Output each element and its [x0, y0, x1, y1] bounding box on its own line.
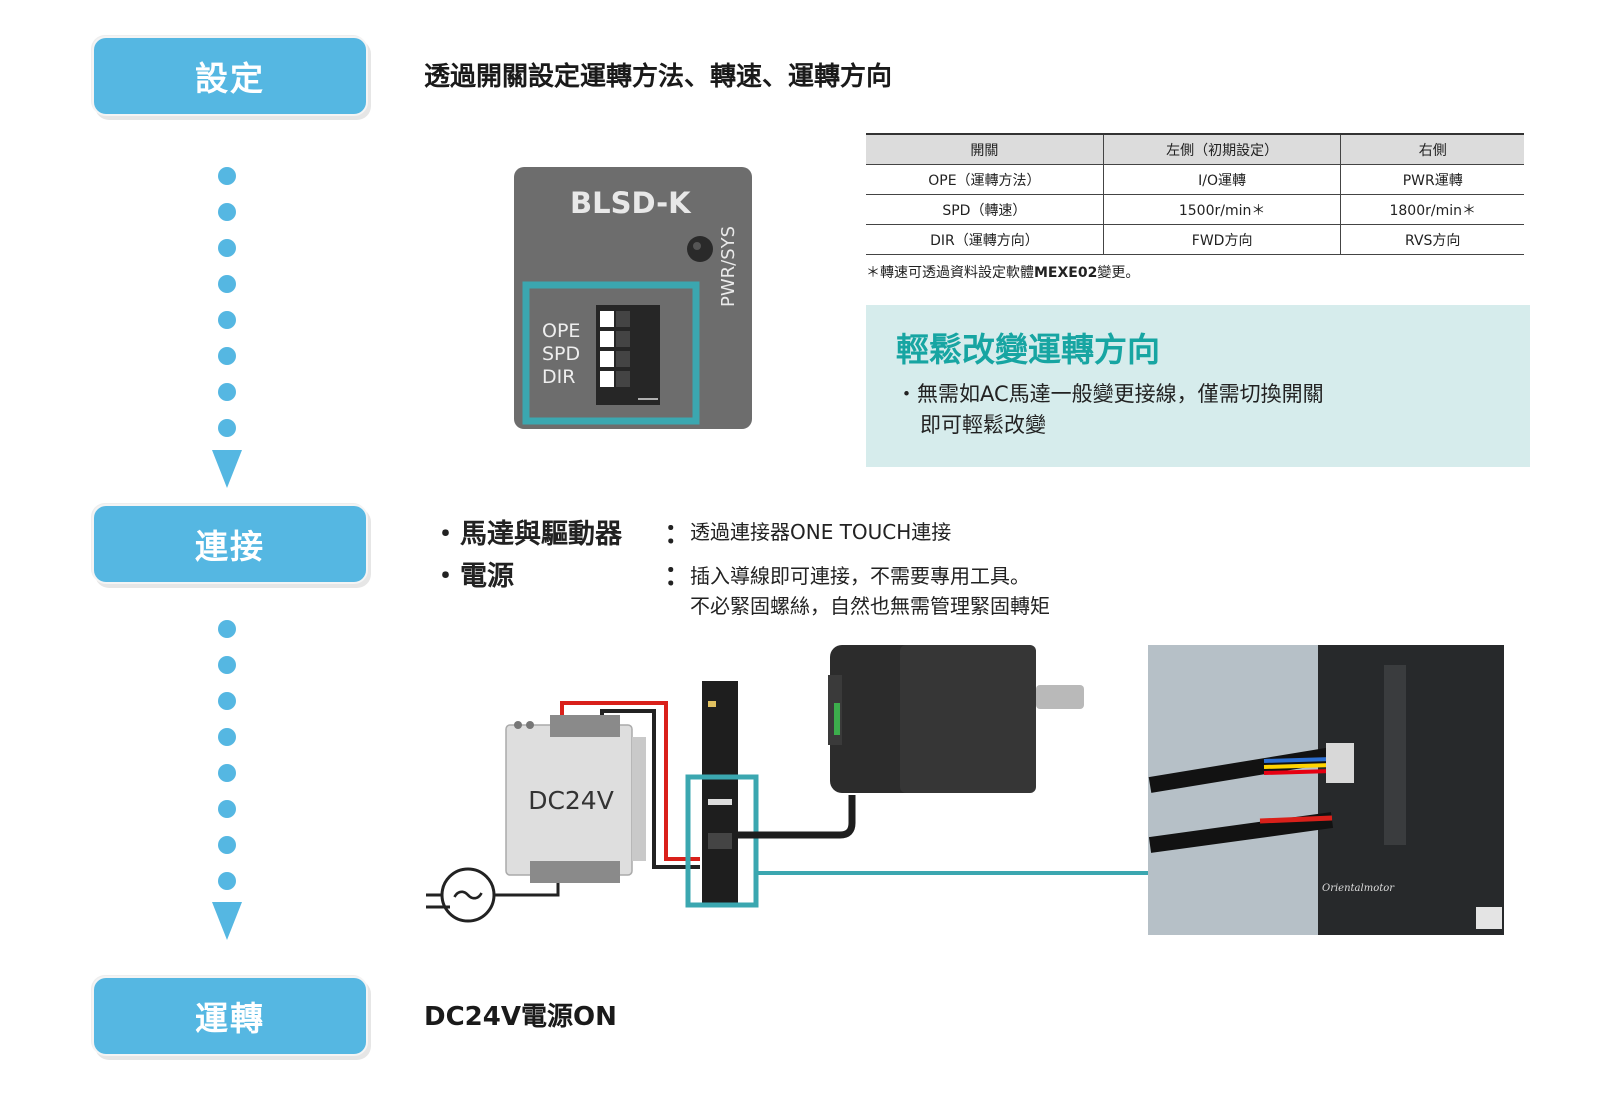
switch-label-spd: SPD — [542, 343, 580, 365]
table-cell: DIR（運轉方向） — [866, 224, 1104, 255]
switch-settings-table: 開關 左側（初期設定） 右側 OPE（運轉方法） I/O運轉 PWR運轉 SPD… — [866, 133, 1524, 255]
ac-symbol: 〜 — [452, 877, 484, 915]
table-row: SPD（轉速） 1500r/min＊ 1800r/min＊ — [866, 194, 1524, 225]
driver-closeup — [1318, 645, 1504, 935]
flow-dot — [218, 764, 236, 782]
flow-dot — [218, 383, 236, 401]
switch-label-dir: DIR — [542, 366, 575, 388]
flow-dot — [218, 800, 236, 818]
flow-dot — [218, 872, 236, 890]
table-cell: 1800r/min＊ — [1340, 194, 1524, 225]
callout-bullet: ・ — [896, 382, 917, 406]
footnote-prefix: ＊轉速可透過資料設定軟體 — [866, 265, 1034, 281]
table-cell: RVS方向 — [1340, 224, 1524, 255]
callout-box: 輕鬆改變運轉方向 ・無需如AC馬達一般變更接線，僅需切換開關 即可輕鬆改變 — [866, 305, 1530, 467]
callout-line1: 無需如AC馬達一般變更接線，僅需切換開關 — [917, 382, 1324, 406]
table-row: DIR（運轉方向） FWD方向 RVS方向 — [866, 224, 1524, 255]
table-header: 開關 — [866, 133, 1104, 165]
step-run-label: 運轉 — [195, 999, 265, 1038]
flow-dot — [218, 419, 236, 437]
brand-logo: Orientalmotor — [1322, 883, 1395, 894]
psu-input-terminal — [530, 861, 620, 883]
callout-text: ・無需如AC馬達一般變更接線，僅需切換開關 即可輕鬆改變 — [896, 379, 1456, 441]
wiring-diagram: 〜 DC24V Orientalmotor — [426, 645, 1504, 935]
positive-wire — [560, 701, 700, 861]
motor-cable — [738, 795, 856, 839]
motor-driver-label: 馬達與驅動器 — [460, 519, 622, 550]
flow-dot — [218, 347, 236, 365]
table-cell: I/O運轉 — [1102, 164, 1341, 195]
flow-dot — [218, 692, 236, 710]
colon: ： — [664, 561, 691, 592]
flow-dot — [218, 275, 236, 293]
callout-line2: 即可輕鬆改變 — [920, 413, 1046, 437]
device-model-label: BLSD-K — [570, 186, 692, 220]
footnote-software-name: MEXE02 — [1034, 265, 1098, 281]
flow-dot — [218, 203, 236, 221]
device-side-label: PWR/SYS — [718, 226, 739, 307]
flow-dot — [218, 836, 236, 854]
switch-highlight-box — [522, 281, 700, 425]
power-text-line2: 不必緊固螺絲，自然也無需管理緊固轉矩 — [690, 594, 1050, 618]
callout-title: 輕鬆改變運轉方向 — [896, 330, 1160, 369]
flow-dot — [218, 620, 236, 638]
table-cell: SPD（轉速） — [866, 194, 1104, 225]
power-label: 電源 — [460, 561, 514, 592]
flow-dot — [218, 311, 236, 329]
psu-output-terminal — [550, 715, 620, 737]
step-connect: 連接 — [92, 504, 368, 584]
status-led-icon — [687, 236, 713, 262]
colon: ： — [664, 519, 691, 550]
table-header: 右側 — [1340, 133, 1524, 165]
table-cell: FWD方向 — [1102, 224, 1341, 255]
negative-wire — [600, 709, 700, 869]
flow-dot — [218, 239, 236, 257]
driver-switch-closeup: BLSD-K PWR/SYS OPE SPD DIR — [514, 167, 752, 429]
step-setting: 設定 — [92, 36, 368, 116]
flow-dot — [218, 656, 236, 674]
table-row: OPE（運轉方法） I/O運轉 PWR運轉 — [866, 164, 1524, 195]
driver-unit — [702, 681, 738, 905]
connector-highlight-box — [685, 774, 759, 908]
step-setting-label: 設定 — [195, 59, 265, 98]
table-header-row: 開關 左側（初期設定） 右側 — [866, 133, 1524, 165]
table-footnote: ＊轉速可透過資料設定軟體MEXE02變更。 — [866, 262, 1139, 282]
flow-dot — [218, 167, 236, 185]
switch-label-ope: OPE — [542, 320, 580, 342]
flow-dot — [218, 728, 236, 746]
motor-driver-text: 透過連接器ONE TOUCH連接 — [690, 520, 952, 544]
step-run: 運轉 — [92, 976, 368, 1056]
setting-heading: 透過開關設定運轉方法、轉速、運轉方向 — [424, 62, 893, 92]
psu-label: DC24V — [528, 786, 614, 815]
table-cell: PWR運轉 — [1340, 164, 1524, 195]
run-heading: DC24V電源ON — [424, 1002, 617, 1032]
bullet: ・ — [432, 519, 459, 550]
step-connect-label: 連接 — [195, 527, 265, 566]
table-header: 左側（初期設定） — [1102, 133, 1341, 165]
motor-shaft — [1036, 685, 1084, 709]
power-text-line1: 插入導線即可連接，不需要專用工具。 — [690, 564, 1030, 588]
flow-arrow-down — [212, 450, 242, 488]
table-cell: 1500r/min＊ — [1102, 194, 1341, 225]
table-cell: OPE（運轉方法） — [866, 164, 1104, 195]
footnote-suffix: 變更。 — [1097, 265, 1140, 281]
bullet: ・ — [432, 561, 459, 592]
flow-arrow-down — [212, 902, 242, 940]
